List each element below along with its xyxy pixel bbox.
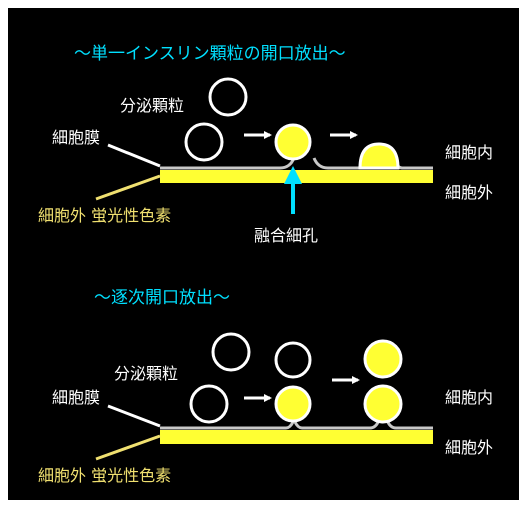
top-vesicle-label: 分泌顆粒 xyxy=(120,96,185,115)
fusion-pore-label: 融合細孔 xyxy=(254,226,319,245)
bottom-intracellular-label: 細胞内 xyxy=(445,388,494,407)
bottom-granule-docked xyxy=(189,384,229,424)
bottom-title: ～逐次開口放出～ xyxy=(94,288,230,308)
bottom-granule-sequential xyxy=(363,339,403,379)
top-membrane-pointer xyxy=(107,143,161,168)
top-exocytosis-diagram xyxy=(95,77,433,214)
top-granule-free xyxy=(208,77,248,117)
diagram-graphics xyxy=(95,77,433,461)
bottom-dye-label: 細胞外 蛍光性色素 xyxy=(38,466,172,485)
top-granule-collapsed xyxy=(358,142,400,170)
bottom-vesicle-label: 分泌顆粒 xyxy=(114,364,179,383)
bottom-granule-primary xyxy=(363,384,403,424)
top-title: ～単一インスリン顆粒の開口放出～ xyxy=(74,44,346,64)
bottom-granule-fused xyxy=(274,385,312,423)
bottom-extracellular-label: 細胞外 xyxy=(445,438,494,457)
top-granule-fused xyxy=(274,123,312,161)
diagram-panel: ～単一インスリン顆粒の開口放出～ 分泌顆粒 細胞膜 細胞内 細胞外 細胞外 蛍光… xyxy=(8,8,519,500)
top-intracellular-label: 細胞内 xyxy=(445,143,494,162)
bottom-membrane-pointer xyxy=(107,404,161,428)
top-membrane-label: 細胞膜 xyxy=(52,128,101,147)
bottom-membrane-label: 細胞膜 xyxy=(52,388,101,407)
up-arrow-icon xyxy=(284,166,302,214)
bottom-granule-second xyxy=(274,341,312,379)
top-dye-label: 細胞外 蛍光性色素 xyxy=(38,206,172,225)
top-dye-pointer xyxy=(95,174,161,201)
top-granule-docked xyxy=(184,122,224,162)
bottom-exocytosis-diagram xyxy=(95,332,433,461)
bottom-dye-pointer xyxy=(95,434,161,461)
bottom-granule-free xyxy=(211,332,251,372)
bottom-dye-layer xyxy=(160,430,433,444)
top-extracellular-label: 細胞外 xyxy=(445,183,494,202)
